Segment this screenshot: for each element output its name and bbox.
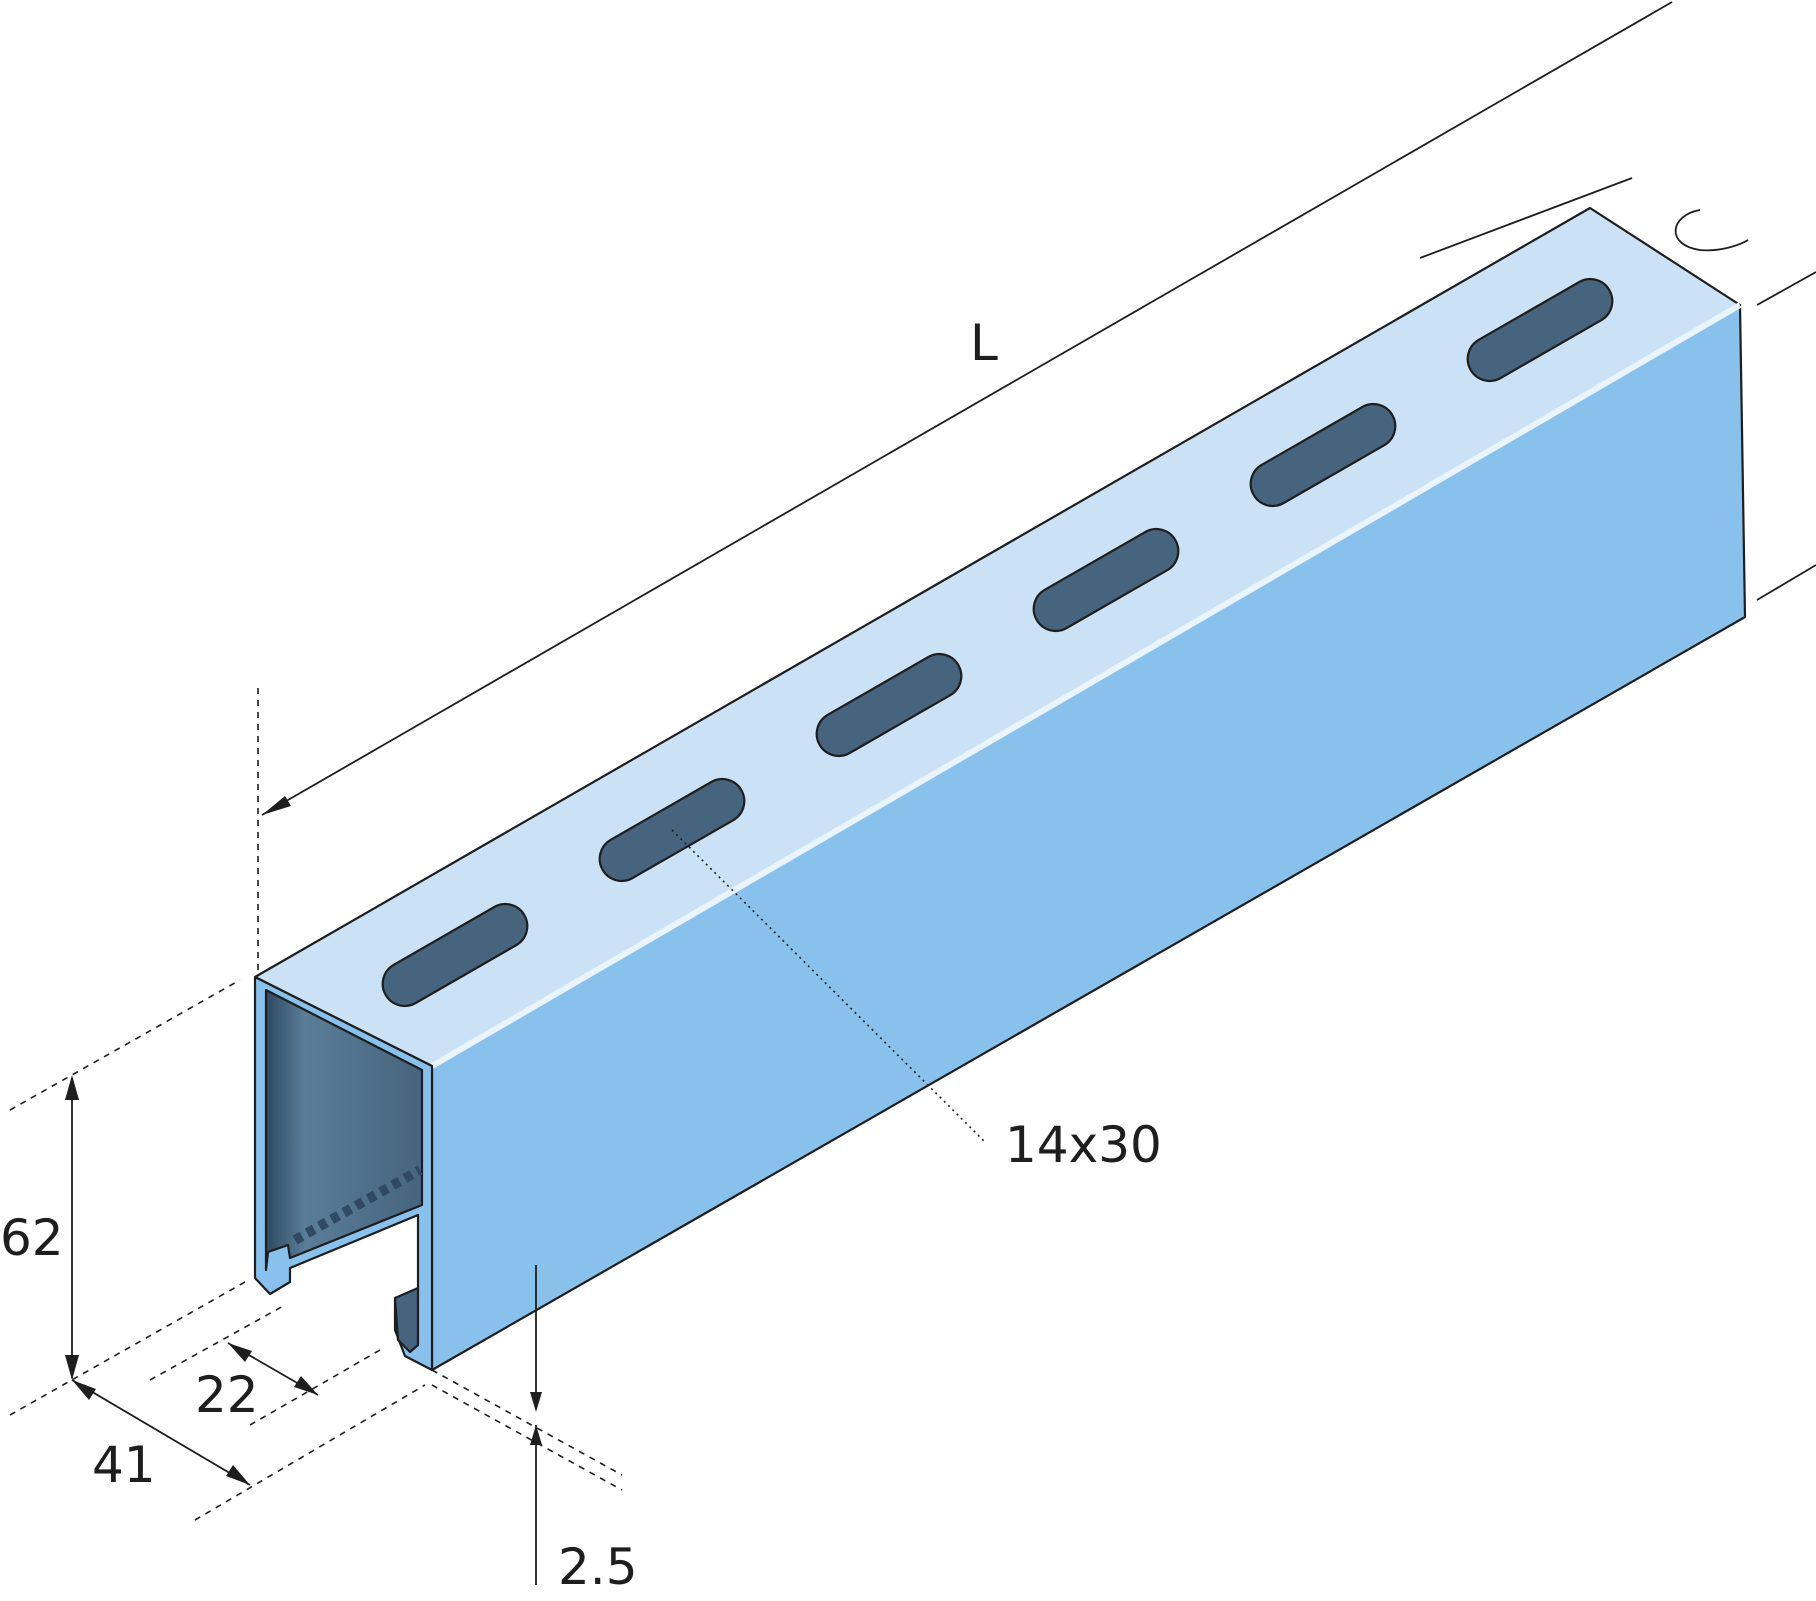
channel-edge-highlight [430, 302, 1742, 1069]
slot-5 [1249, 402, 1397, 508]
slot-leader-line [671, 829, 986, 1143]
slot-1 [381, 902, 529, 1008]
thickness-arrow-bottom [530, 1425, 542, 1445]
height-label: 62 [0, 1209, 64, 1267]
profile-lip-right [393, 1286, 420, 1354]
thickness-label: 2.5 [558, 1538, 638, 1596]
width-label: 41 [92, 1436, 156, 1494]
thickness-extension-1 [431, 1369, 623, 1476]
top-extension-line [1419, 177, 1633, 259]
far-end-arc [1674, 209, 1749, 252]
width-dimension-line [71, 1379, 251, 1486]
slot-4 [1032, 527, 1180, 633]
opening-arrow-left [228, 1343, 252, 1362]
slot-label: 14x30 [1005, 1116, 1162, 1174]
height-arrow-bottom [65, 1355, 79, 1380]
opening-arrow-right [294, 1376, 318, 1395]
side-top-extension-line [1756, 271, 1816, 306]
width-arrow-right [226, 1465, 250, 1485]
length-label: L [970, 314, 998, 372]
slot-3 [815, 652, 963, 758]
lip-teeth [292, 1165, 423, 1245]
width-arrow-left [72, 1380, 96, 1400]
slot-6 [1466, 277, 1614, 383]
opening-label: 22 [195, 1366, 259, 1424]
side-bottom-extension-line [1756, 564, 1816, 601]
length-dimension-line [261, 1, 1673, 816]
width-extension-left [9, 1281, 246, 1416]
opening-extension-left [149, 1304, 286, 1381]
height-extension-top [9, 979, 241, 1111]
profile-end-inner [264, 988, 424, 1272]
height-arrow-top [65, 1075, 79, 1100]
opening-extension-right [249, 1349, 381, 1426]
length-arrow [262, 796, 291, 815]
thickness-arrow-top [530, 1392, 542, 1412]
width-extension-right [194, 1384, 426, 1521]
thickness-extension-2 [431, 1384, 623, 1491]
